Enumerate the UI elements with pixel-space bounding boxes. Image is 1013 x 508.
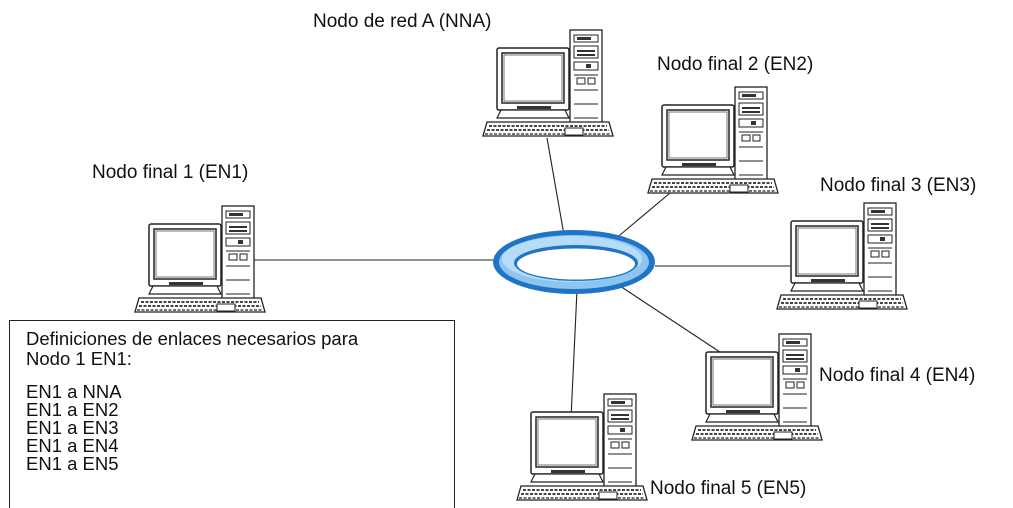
network-ring-icon: [493, 230, 655, 294]
desktop-computer-icon: [647, 86, 779, 194]
link-definition-item: EN1 a EN4: [26, 435, 119, 456]
link-definition-item: EN1 a EN3: [26, 417, 119, 438]
node-label-en5: Nodo final 5 (EN5): [650, 478, 807, 499]
link-en5: [570, 289, 578, 419]
node-label-en4: Nodo final 4 (EN4): [819, 365, 976, 386]
node-label-en3: Nodo final 3 (EN3): [820, 175, 977, 196]
desktop-computer-icon: [776, 202, 908, 310]
box-title-line-2: Nodo 1 EN1:: [26, 348, 132, 369]
link-definition-item: EN1 a EN2: [26, 399, 119, 420]
desktop-computer-icon: [134, 205, 266, 313]
desktop-computer-icon: [516, 393, 648, 501]
connection-lines: [252, 137, 790, 419]
link-nna: [546, 137, 565, 236]
link-definitions-box: Definiciones de enlaces necesarios para …: [9, 320, 455, 508]
desktop-computer-icon: [482, 29, 614, 137]
link-en4: [619, 285, 727, 357]
node-label-en1: Nodo final 1 (EN1): [92, 162, 249, 183]
link-definition-item: EN1 a EN5: [26, 453, 119, 474]
desktop-computer-icon: [691, 333, 823, 441]
link-en2: [613, 187, 677, 241]
node-label-nna: Nodo de red A (NNA): [313, 11, 492, 32]
node-label-en2: Nodo final 2 (EN2): [657, 54, 814, 75]
box-title-line-1: Definiciones de enlaces necesarios para: [26, 328, 359, 349]
link-definition-item: EN1 a NNA: [26, 381, 122, 402]
